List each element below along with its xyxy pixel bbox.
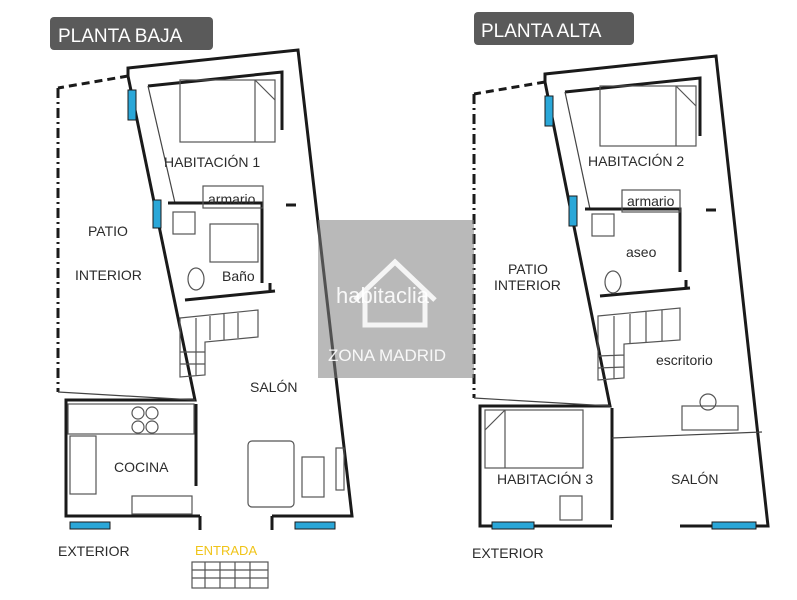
ground-hob-1: [131, 406, 145, 420]
ground-window-living: [294, 521, 336, 530]
upper-aseo-wall-bottom: [599, 208, 716, 298]
ground-hob-3: [131, 420, 145, 434]
ground-floor-title: PLANTA BAJA: [58, 26, 183, 47]
upper-window-aseo: [568, 195, 578, 227]
upper-window-bedroom3: [491, 521, 535, 530]
ground-inner-wall: [147, 85, 176, 204]
ground-entrance-step-lines: [192, 562, 268, 588]
ground-bath-wall-bottom: [184, 203, 296, 302]
ground-toilet: [187, 267, 205, 291]
ground-tv-unit: [335, 447, 345, 491]
upper-floor-title: PLANTA ALTA: [481, 21, 602, 42]
ground-window-bedroom: [127, 89, 137, 121]
upper-window-living: [711, 521, 757, 530]
upper-bedroom3-wardrobe: [559, 495, 583, 521]
upper-label-bedroom3: HABITACIÓN 3: [497, 471, 593, 487]
upper-bed-2-pillow: [675, 85, 697, 146]
ground-patio-top-edge: [57, 74, 129, 90]
upper-bed-3: [484, 409, 584, 469]
ground-coffee-table: [301, 456, 325, 498]
watermark-box: [318, 220, 474, 378]
ground-label-wardrobe: armario: [208, 191, 256, 207]
upper-bed-2: [599, 85, 697, 147]
ground-label-patio-1: PATIO: [88, 223, 128, 239]
watermark: habitaclia ZONA MADRID: [318, 220, 474, 378]
ground-kitchen-sink: [69, 435, 97, 495]
upper-wardrobe: [621, 189, 681, 213]
ground-kitchen-appliance: [131, 495, 193, 515]
ground-outer-wall-left: [64, 75, 200, 518]
upper-stairs: [597, 307, 681, 381]
upper-label-patio-2: INTERIOR: [494, 277, 561, 293]
ground-bedroom-wall: [147, 70, 284, 130]
upper-label-desk: escritorio: [656, 352, 713, 368]
upper-living-divider: [611, 431, 763, 439]
ground-wardrobe: [202, 185, 264, 209]
upper-floor-plan: PLANTA ALTA: [472, 12, 770, 561]
ground-label-kitchen: COCINA: [114, 459, 169, 475]
ground-bed: [179, 79, 276, 143]
upper-bed-3-pillow: [484, 409, 506, 468]
ground-label-entrance: ENTRADA: [195, 543, 257, 558]
house-icon: [353, 258, 437, 328]
ground-bath-wall-right: [168, 201, 264, 283]
upper-label-bedroom2: HABITACIÓN 2: [588, 153, 684, 169]
watermark-agency: ZONA MADRID: [328, 346, 446, 365]
upper-floor-title-box: [474, 12, 634, 45]
upper-label-aseo: aseo: [626, 244, 657, 260]
ground-label-living: SALÓN: [250, 379, 297, 395]
watermark-brand: habitaclia: [336, 283, 430, 308]
ground-entrance-jambs: [198, 516, 274, 530]
ground-floor-title-box: [50, 17, 213, 50]
upper-outer-wall-left: [478, 81, 612, 528]
ground-outer-wall-right: [126, 48, 354, 518]
upper-window-bedroom2: [544, 95, 554, 127]
ground-hob-4: [145, 420, 159, 434]
ground-label-bathroom: Baño: [222, 268, 255, 284]
upper-label-exterior: EXTERIOR: [472, 545, 544, 561]
upper-label-patio-1: PATIO: [508, 261, 548, 277]
ground-shower: [209, 223, 259, 263]
ground-patio-bottom-edge: [57, 391, 196, 401]
ground-entrance-steps: [191, 561, 269, 589]
ground-label-exterior: EXTERIOR: [58, 543, 130, 559]
ground-sink: [172, 211, 196, 235]
upper-desk-chair: [699, 393, 717, 411]
upper-aseo-wall-right: [585, 207, 682, 272]
ground-hob-2: [145, 406, 159, 420]
ground-window-bath: [152, 199, 162, 229]
ground-bed-pillow: [254, 79, 276, 142]
upper-desk: [681, 405, 739, 431]
upper-patio-bottom-edge: [473, 397, 611, 407]
ground-kitchen-counter: [67, 403, 195, 435]
ground-floor-plan: PLANTA BAJA: [50, 17, 354, 589]
upper-label-wardrobe: armario: [627, 193, 675, 209]
upper-toilet: [604, 270, 622, 294]
ground-label-patio-2: INTERIOR: [75, 267, 142, 283]
ground-window-kitchen: [69, 521, 111, 530]
upper-inner-wall: [564, 91, 591, 210]
ground-stairs: [179, 309, 259, 378]
upper-bedroom-wall: [564, 76, 702, 136]
ground-label-bedroom: HABITACIÓN 1: [164, 154, 260, 170]
upper-label-living: SALÓN: [671, 471, 718, 487]
upper-sink: [591, 213, 615, 237]
ground-sofa: [247, 440, 295, 508]
upper-patio-top-edge: [473, 80, 546, 96]
